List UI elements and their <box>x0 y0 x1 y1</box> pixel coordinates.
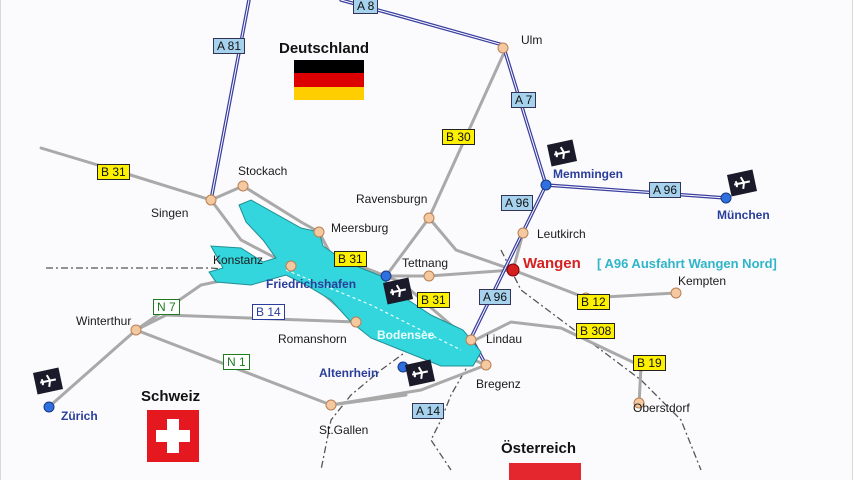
dot-konstanz <box>285 260 297 272</box>
city-dots <box>130 42 682 411</box>
road-shield-b31-meersburg: B 31 <box>334 251 367 267</box>
destination-exit-note: [ A96 Ausfahrt Wangen Nord] <box>597 256 777 271</box>
dot-bregenz <box>480 359 492 371</box>
country-label-switzerland: Schweiz <box>141 388 201 405</box>
dot-stgallen <box>325 399 337 411</box>
road-shield-n7: N 7 <box>153 299 180 315</box>
road-shield-b19: B 19 <box>633 355 666 371</box>
destination-marker-wangen <box>506 263 520 277</box>
dot-tettnang <box>423 270 435 282</box>
road-shield-b308: B 308 <box>576 323 616 339</box>
dot-ravensburg <box>423 212 435 224</box>
dot-singen <box>205 194 217 206</box>
road-shield-b12: B 12 <box>577 294 610 310</box>
city-label-lindau: Lindau <box>486 332 523 346</box>
dot-friedrichshafen <box>380 270 392 282</box>
dot-stockach <box>237 180 249 192</box>
road-shield-a7: A 7 <box>511 92 537 108</box>
airplane-icon <box>546 139 578 167</box>
dot-muenchen <box>720 192 732 204</box>
city-label-leutkirch: Leutkirch <box>537 227 586 241</box>
road-shield-b31-west: B 31 <box>97 164 130 180</box>
dot-winterthur <box>130 324 142 336</box>
dot-memmingen <box>540 179 552 191</box>
city-label-konstanz: Konstanz <box>213 253 264 267</box>
destination-label: Wangen <box>523 255 581 272</box>
dot-romanshorn <box>350 316 362 328</box>
germany-flag-icon <box>294 60 364 100</box>
dot-ulm <box>497 42 509 54</box>
country-label-austria: Österreich <box>501 440 577 457</box>
airplane-icon <box>382 277 414 305</box>
dot-lindau <box>465 334 477 346</box>
city-label-stgallen: St.Gallen <box>319 423 369 437</box>
city-label-meersburg: Meersburg <box>331 221 389 235</box>
city-label-stockach: Stockach <box>238 164 288 178</box>
airport-label-friedrichshafen: Friedrichshafen <box>266 277 357 291</box>
city-label-tettnang: Tettnang <box>402 256 449 270</box>
airplane-icon <box>404 359 436 387</box>
dot-zuerich <box>43 401 55 413</box>
road-shield-n1: N 1 <box>223 354 250 370</box>
dot-kempten <box>670 287 682 299</box>
road-shield-a96-lindau: A 96 <box>479 289 512 305</box>
road-shield-b14: B 14 <box>252 304 285 320</box>
city-label-kempten: Kempten <box>678 274 727 288</box>
road-shield-a14: A 14 <box>412 403 445 419</box>
road-shield-b31-tettnang: B 31 <box>417 292 450 308</box>
dot-oberstdorf <box>633 397 645 409</box>
dot-leutkirch <box>517 227 529 239</box>
road-shield-b30: B 30 <box>442 129 475 145</box>
city-label-oberstdorf: Oberstdorf <box>633 401 690 415</box>
road-shield-a8: A 8 <box>353 0 379 14</box>
road-shield-a96-leutkirch: A 96 <box>501 195 534 211</box>
city-label-bregenz: Bregenz <box>476 377 521 391</box>
city-label-romanshorn: Romanshorn <box>278 332 347 346</box>
lake-label: Bodensee <box>377 328 435 342</box>
dot-meersburg <box>313 226 325 238</box>
airport-label-memmingen: Memmingen <box>553 167 624 181</box>
city-label-winterthur: Winterthur <box>76 314 132 328</box>
road-shield-a81: A 81 <box>213 38 246 54</box>
country-borders <box>46 249 702 471</box>
airport-label-altenrhein: Altenrhein <box>319 366 379 380</box>
city-label-ulm: Ulm <box>521 33 543 47</box>
lake-ferry-line <box>285 269 462 351</box>
austria-flag-icon <box>509 463 581 480</box>
country-label-germany: Deutschland <box>279 40 370 57</box>
road-shield-a96-memmingen: A 96 <box>649 182 682 198</box>
airplane-icon <box>726 169 758 197</box>
city-label-ravensburg: Ravensburgn <box>356 192 428 206</box>
swiss-flag-icon <box>147 410 199 462</box>
airport-label-muenchen: München <box>717 208 770 222</box>
airport-label-zuerich: Zürich <box>61 409 98 423</box>
city-label-singen: Singen <box>151 206 189 220</box>
airplane-icon <box>32 367 64 395</box>
